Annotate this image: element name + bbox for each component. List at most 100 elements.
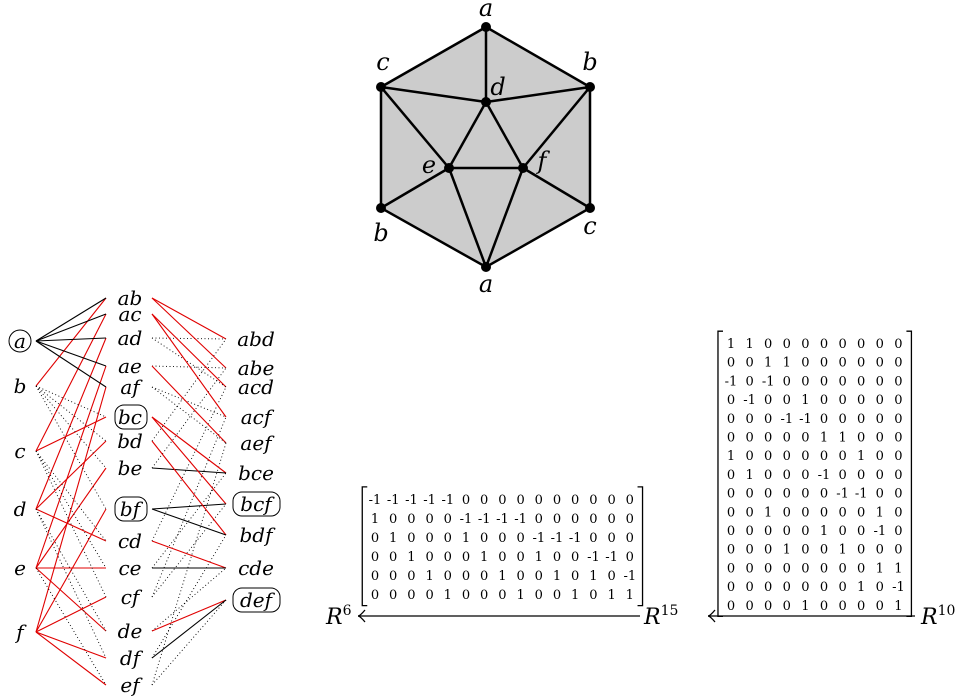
matrix15-cell: 0 — [407, 569, 415, 584]
complex-triangle-cde: cde — [238, 556, 274, 580]
tri-line-def-df — [151, 599, 227, 659]
matrix10-cell: 1 — [894, 561, 902, 576]
matrix10-cell: 0 — [801, 543, 809, 558]
matrix10-cell: 0 — [745, 431, 753, 446]
matrix15-cell: 1 — [444, 588, 452, 603]
matrix10-cell: 0 — [838, 449, 846, 464]
matrix10-cell: 0 — [894, 487, 902, 502]
matrix15-cell: -1 — [551, 531, 564, 546]
matrix10-cell: 0 — [745, 487, 753, 502]
matrix15-cell: 0 — [389, 588, 397, 603]
matrix15-cell: -1 — [423, 493, 436, 508]
matrix10-cell: 0 — [801, 561, 809, 576]
poly-label-c-left: c — [376, 48, 389, 76]
tri-line-bce-be — [151, 467, 227, 474]
complex-edge-cf: cf — [121, 585, 143, 609]
poly-label-e: e — [422, 151, 436, 179]
matrix15-cell: 0 — [462, 493, 470, 508]
matrix10-cell: 0 — [801, 337, 809, 352]
matrix15-cell: 0 — [535, 588, 543, 603]
matrix10-cell: 0 — [857, 374, 865, 389]
tri-line-acd-ad — [151, 337, 227, 388]
matrix10-cell: 0 — [876, 468, 884, 483]
matrix10-cell: 0 — [857, 468, 865, 483]
matrix10-cell: -1 — [799, 412, 812, 427]
edge-line-ac-c — [35, 313, 107, 452]
tri-line-cde-cd — [151, 540, 227, 569]
circled-edge-marker — [114, 404, 148, 430]
matrix10-cell: 0 — [745, 374, 753, 389]
matrix15-cell: 0 — [589, 588, 597, 603]
circled-triangle-marker — [232, 587, 281, 613]
complex-triangle-acf: acf — [241, 405, 275, 429]
complex-edge-de: de — [118, 619, 143, 643]
matrix15-cell: 1 — [626, 588, 634, 603]
matrix15-cell: 0 — [407, 588, 415, 603]
matrix10-cell: 0 — [820, 393, 828, 408]
matrix10-cell: 0 — [876, 449, 884, 464]
matrix10-cell: 0 — [727, 431, 735, 446]
matrix10-cell: 0 — [783, 337, 791, 352]
complex-labels: abcdefabacadaeafbcbdbebfcdcecfdedfefabda… — [8, 286, 281, 697]
edge-line-ab-a — [35, 297, 107, 342]
matrix10-cell: 0 — [820, 412, 828, 427]
edge-line-be-b — [35, 385, 107, 469]
matrix15-cell: 0 — [371, 550, 379, 565]
matrix10-cell: 0 — [894, 356, 902, 371]
matrix15-cell: -1 — [623, 569, 636, 584]
matrix10-cell: 0 — [727, 393, 735, 408]
complex-vertex-c: c — [14, 439, 25, 463]
edge-line-df-d — [35, 508, 107, 659]
edge-line-bc-c — [35, 416, 107, 452]
complex-edge-bf: bf — [120, 497, 144, 521]
matrix10-cell: 0 — [820, 337, 828, 352]
matrix10-cell: 0 — [783, 393, 791, 408]
matrix15-cell: 0 — [589, 493, 597, 508]
matrix15-cell: 0 — [571, 569, 579, 584]
matrix10-cell: 0 — [876, 337, 884, 352]
matrix10-cell: 0 — [764, 580, 772, 595]
matrix10-cell: 0 — [764, 337, 772, 352]
complex-vertex-e: e — [14, 556, 26, 580]
matrix15-cell: 0 — [371, 531, 379, 546]
matrix10-cell: 0 — [764, 468, 772, 483]
matrix10-cell: 0 — [783, 487, 791, 502]
matrix10-cell: 0 — [894, 543, 902, 558]
complex-triangle-def: def — [240, 588, 276, 612]
matrix10-cell: 0 — [876, 487, 884, 502]
matrix10-cell: 0 — [838, 468, 846, 483]
matrix15-cell: 0 — [462, 550, 470, 565]
complex-edge-bc: bc — [118, 405, 142, 429]
matrix10-cell: 0 — [783, 599, 791, 614]
poly-label-c-right: c — [583, 212, 596, 240]
tri-line-abd-ab — [151, 297, 227, 340]
circled-triangle-marker — [232, 491, 281, 517]
tri-line-aef-ae — [151, 365, 227, 444]
poly-label-b-right: b — [582, 48, 597, 76]
label-r15: R15 — [643, 603, 678, 630]
matrix15-cell: 0 — [535, 569, 543, 584]
matrix15-cell: 1 — [389, 531, 397, 546]
matrix10-cell: -1 — [836, 487, 849, 502]
complex-triangle-bdf: bdf — [239, 523, 276, 547]
tri-line-abe-ab — [151, 297, 227, 369]
tri-line-abe-be — [151, 367, 227, 469]
tri-line-bcf-bf — [151, 503, 227, 510]
matrix10-cell: 0 — [894, 393, 902, 408]
matrix10-cell: 0 — [745, 449, 753, 464]
matrix15-left-bracket — [361, 486, 368, 607]
matrix10-cell: 0 — [838, 374, 846, 389]
matrix10-cell: 1 — [820, 524, 828, 539]
matrix10-cell: 0 — [894, 337, 902, 352]
matrix10-cell: 0 — [894, 449, 902, 464]
matrix10-cell: 0 — [727, 599, 735, 614]
edge-line-de-d — [35, 508, 107, 632]
edge-line-ab-b — [35, 297, 107, 387]
matrix10-cell: 0 — [876, 356, 884, 371]
matrix10-left-bracket — [717, 330, 723, 617]
complex-connection-lines — [35, 297, 227, 686]
matrix10-cell: 0 — [876, 599, 884, 614]
edge-line-af-f — [35, 386, 107, 633]
matrix15-cell: 0 — [407, 512, 415, 527]
